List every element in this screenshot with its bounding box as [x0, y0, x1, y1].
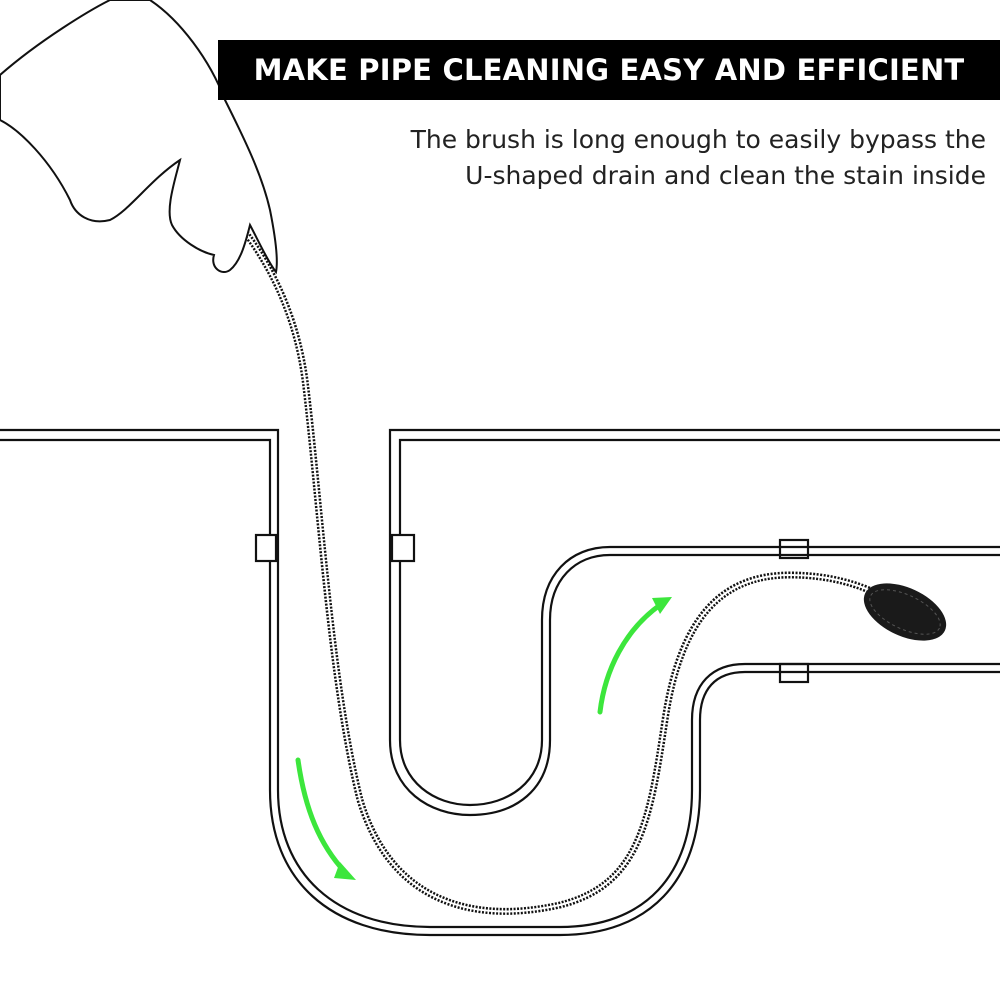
headline-banner: MAKE PIPE CLEANING EASY AND EFFICIENT [218, 40, 1000, 100]
headline: MAKE PIPE CLEANING EASY AND EFFICIENT [253, 53, 965, 87]
arrow-icon [295, 602, 663, 875]
description-line-2: U-shaped drain and clean the stain insid… [465, 161, 986, 190]
hand-icon [0, 0, 278, 275]
arrow-head-up-icon [652, 597, 672, 614]
brush-icon [182, 162, 947, 915]
arrow-head-down-icon [334, 862, 356, 880]
drain-pipe-icon [0, 428, 1000, 937]
description-line-1: The brush is long enough to easily bypas… [410, 125, 986, 154]
